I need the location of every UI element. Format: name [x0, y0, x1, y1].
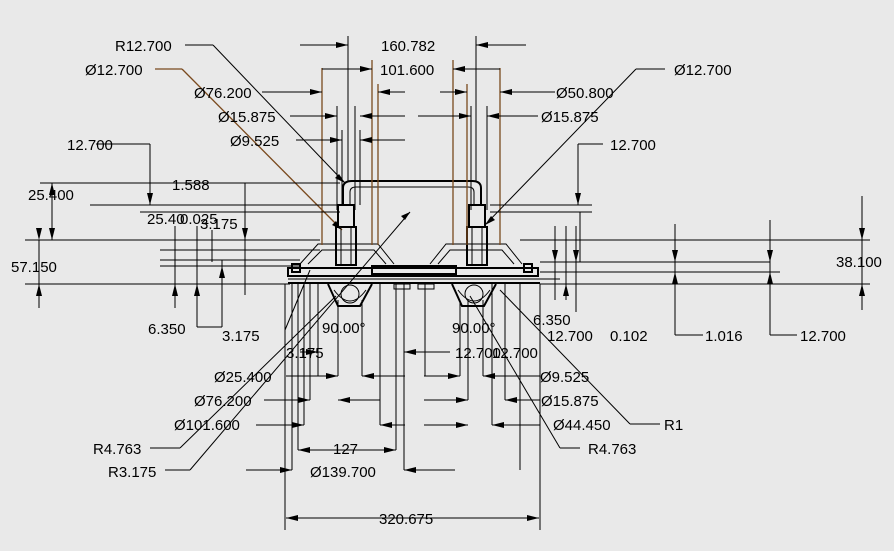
label-r3-175: R3.175 [108, 464, 156, 481]
label-right-6-350: 6.350 [533, 312, 571, 329]
label-phi-15-875-top-right: Ø15.875 [541, 109, 599, 126]
part-outline [287, 180, 560, 307]
label-phi-44-450: Ø44.450 [553, 417, 611, 434]
label-101-600: 101.600 [380, 62, 434, 79]
label-phi-9-525-bottom: Ø9.525 [540, 369, 589, 386]
label-12-700-d: 12.700 [455, 345, 501, 362]
arrowheads [36, 42, 865, 521]
label-phi-9-525-top: Ø9.525 [230, 133, 279, 150]
label-left-3-175-a: 3.175 [200, 216, 238, 233]
label-angle-left: 90.00° [322, 320, 366, 337]
label-right-12-700-b: 12.700 [547, 328, 593, 345]
label-left-57-150: 57.150 [11, 259, 57, 276]
label-r12-700: R12.700 [115, 38, 172, 55]
label-phi-12-700-right: Ø12.700 [674, 62, 732, 79]
label-r4-763-left: R4.763 [93, 441, 141, 458]
label-right-0-102: 0.102 [610, 328, 648, 345]
label-left-1-588: 1.588 [172, 177, 210, 194]
label-phi-76-200-bottom: Ø76.200 [194, 393, 252, 410]
label-phi-15-875-bottom: Ø15.875 [541, 393, 599, 410]
label-r1: R1 [664, 417, 683, 434]
label-right-12-700: 12.700 [610, 137, 656, 154]
label-320-675: 320.675 [379, 511, 433, 528]
label-phi-76-200-top: Ø76.200 [194, 85, 252, 102]
label-phi-101-600: Ø101.600 [174, 417, 240, 434]
label-left-12-700: 12.700 [67, 137, 113, 154]
label-phi-50-800: Ø50.800 [556, 85, 614, 102]
label-left-25-400: 25.400 [28, 187, 74, 204]
label-left-3-175-b: 3.175 [222, 328, 260, 345]
label-left-6-350: 6.350 [148, 321, 186, 338]
label-127: 127 [333, 441, 358, 458]
label-left-25-overlap: 25.40 [147, 211, 185, 228]
label-r4-763-right: R4.763 [588, 441, 636, 458]
dimension-labels: R12.700 160.782 Ø12.700 101.600 Ø12.700 … [11, 38, 882, 528]
label-right-12-700-c: 12.700 [800, 328, 846, 345]
label-right-38-100: 38.100 [836, 254, 882, 271]
label-12-700-e: 12.700 [492, 345, 538, 362]
label-phi-12-700-left: Ø12.700 [85, 62, 143, 79]
label-right-1-016: 1.016 [705, 328, 743, 345]
label-left-0-025: 0.025 [180, 211, 218, 228]
label-angle-right: 90.00° [452, 320, 496, 337]
label-160-782: 160.782 [381, 38, 435, 55]
label-3-175-c: 3.175 [286, 345, 324, 362]
label-phi-15-875-top-left: Ø15.875 [218, 109, 276, 126]
label-phi-25-400: Ø25.400 [214, 369, 272, 386]
label-phi-139-700: Ø139.700 [310, 464, 376, 481]
